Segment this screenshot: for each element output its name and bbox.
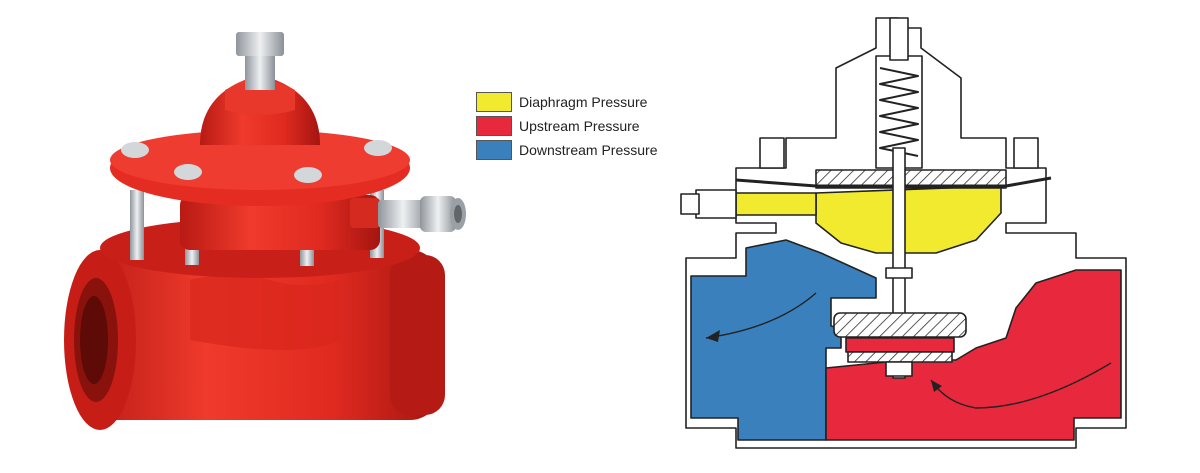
legend-label: Downstream Pressure	[519, 142, 658, 158]
legend-swatch-downstream	[476, 140, 512, 160]
legend-swatch-diaphragm	[476, 92, 512, 112]
adjusting-bolt	[236, 32, 284, 90]
seat-ring	[847, 351, 953, 363]
cutaway-diagram	[680, 17, 1127, 449]
legend-item-diaphragm: Diaphragm Pressure	[476, 90, 658, 114]
flange-bolt-left	[759, 137, 785, 169]
legend-swatch-upstream	[476, 116, 512, 136]
diaphragm-ring	[180, 195, 380, 250]
flow-arrow-icon	[930, 362, 1112, 409]
pilot-fitting	[350, 196, 466, 232]
pilot-fitting	[680, 189, 737, 219]
flow-arrow-icon	[705, 292, 817, 339]
valve-body	[64, 250, 445, 430]
diaphragm-plate	[815, 169, 1007, 189]
pilot-port	[735, 192, 817, 216]
legend-item-downstream: Downstream Pressure	[476, 138, 658, 162]
legend-label: Diaphragm Pressure	[519, 94, 648, 110]
flange-bolt-right	[1013, 137, 1039, 169]
diaphragm-chamber	[815, 185, 1002, 254]
diaphragm-membrane	[735, 176, 1052, 188]
flow-arrow-icon	[706, 330, 720, 342]
disc-nut	[885, 361, 913, 377]
legend-item-upstream: Upstream Pressure	[476, 114, 658, 138]
valve-photo	[64, 32, 466, 430]
pressure-legend: Diaphragm Pressure Upstream Pressure Dow…	[476, 90, 658, 162]
flow-arrow-icon	[931, 380, 942, 392]
valve-disc	[833, 312, 967, 338]
legend-label: Upstream Pressure	[519, 118, 640, 134]
adjusting-screw	[889, 17, 909, 61]
coil-spring	[879, 67, 919, 157]
downstream-chamber	[690, 239, 877, 441]
